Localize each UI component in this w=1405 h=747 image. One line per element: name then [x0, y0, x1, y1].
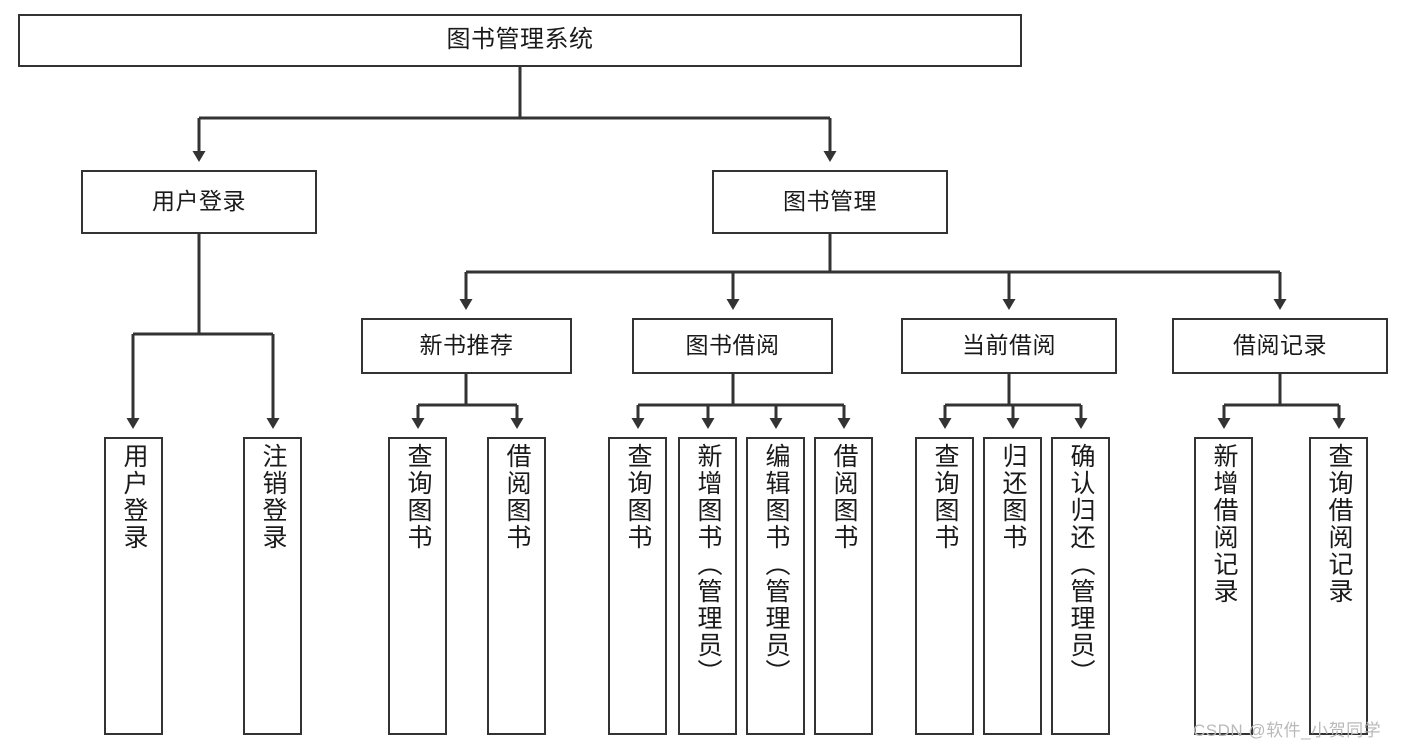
node-book-borrow[interactable]: 图书借阅 — [632, 318, 833, 374]
node-user-login[interactable]: 用户登录 — [81, 170, 317, 234]
leaf-borrow-book-nb[interactable]: 借阅图书 — [487, 437, 546, 735]
node-root[interactable]: 图书管理系统 — [18, 14, 1022, 67]
node-new-book-recommend-label: 新书推荐 — [419, 332, 514, 359]
leaf-edit-book-admin-label: 编辑图书（管理员） — [762, 443, 790, 686]
leaf-user-login[interactable]: 用户登录 — [104, 437, 163, 735]
node-book-borrow-label: 图书借阅 — [685, 332, 780, 359]
node-borrow-record-label: 借阅记录 — [1233, 332, 1327, 359]
leaf-add-borrow-record-label: 新增借阅记录 — [1210, 443, 1238, 605]
leaf-query-book-cb[interactable]: 查询图书 — [915, 437, 974, 735]
leaf-query-book-nb-label: 查询图书 — [404, 443, 432, 551]
node-current-borrow[interactable]: 当前借阅 — [901, 318, 1117, 374]
leaf-user-login-label: 用户登录 — [120, 443, 148, 551]
leaf-confirm-return-admin-label: 确认归还（管理员） — [1067, 443, 1095, 686]
leaf-user-logout[interactable]: 注销登录 — [243, 437, 302, 735]
leaf-borrow-book-bb-label: 借阅图书 — [830, 443, 858, 551]
node-borrow-record[interactable]: 借阅记录 — [1172, 318, 1388, 374]
leaf-user-logout-label: 注销登录 — [259, 443, 287, 551]
leaf-add-borrow-record[interactable]: 新增借阅记录 — [1194, 437, 1253, 735]
leaf-query-book-nb[interactable]: 查询图书 — [388, 437, 447, 735]
watermark: CSDN @软件_小贺同学 — [1193, 721, 1382, 740]
leaf-query-book-bb-label: 查询图书 — [624, 443, 652, 551]
leaf-add-book-admin[interactable]: 新增图书（管理员） — [678, 437, 737, 735]
node-book-management[interactable]: 图书管理 — [712, 170, 948, 234]
leaf-return-book-label: 归还图书 — [999, 443, 1027, 551]
leaf-add-book-admin-label: 新增图书（管理员） — [694, 443, 722, 686]
leaf-borrow-book-bb[interactable]: 借阅图书 — [814, 437, 873, 735]
leaf-query-book-bb[interactable]: 查询图书 — [608, 437, 667, 735]
leaf-return-book[interactable]: 归还图书 — [983, 437, 1042, 735]
leaf-query-book-cb-label: 查询图书 — [931, 443, 959, 551]
leaf-edit-book-admin[interactable]: 编辑图书（管理员） — [746, 437, 805, 735]
node-book-management-label: 图书管理 — [783, 188, 877, 215]
node-new-book-recommend[interactable]: 新书推荐 — [361, 318, 572, 374]
node-user-login-label: 用户登录 — [152, 188, 246, 215]
leaf-query-borrow-record[interactable]: 查询借阅记录 — [1309, 437, 1368, 735]
node-current-borrow-label: 当前借阅 — [962, 332, 1056, 359]
leaf-confirm-return-admin[interactable]: 确认归还（管理员） — [1051, 437, 1110, 735]
leaf-borrow-book-nb-label: 借阅图书 — [503, 443, 531, 551]
leaf-query-borrow-record-label: 查询借阅记录 — [1325, 443, 1353, 605]
node-root-label: 图书管理系统 — [446, 26, 594, 54]
